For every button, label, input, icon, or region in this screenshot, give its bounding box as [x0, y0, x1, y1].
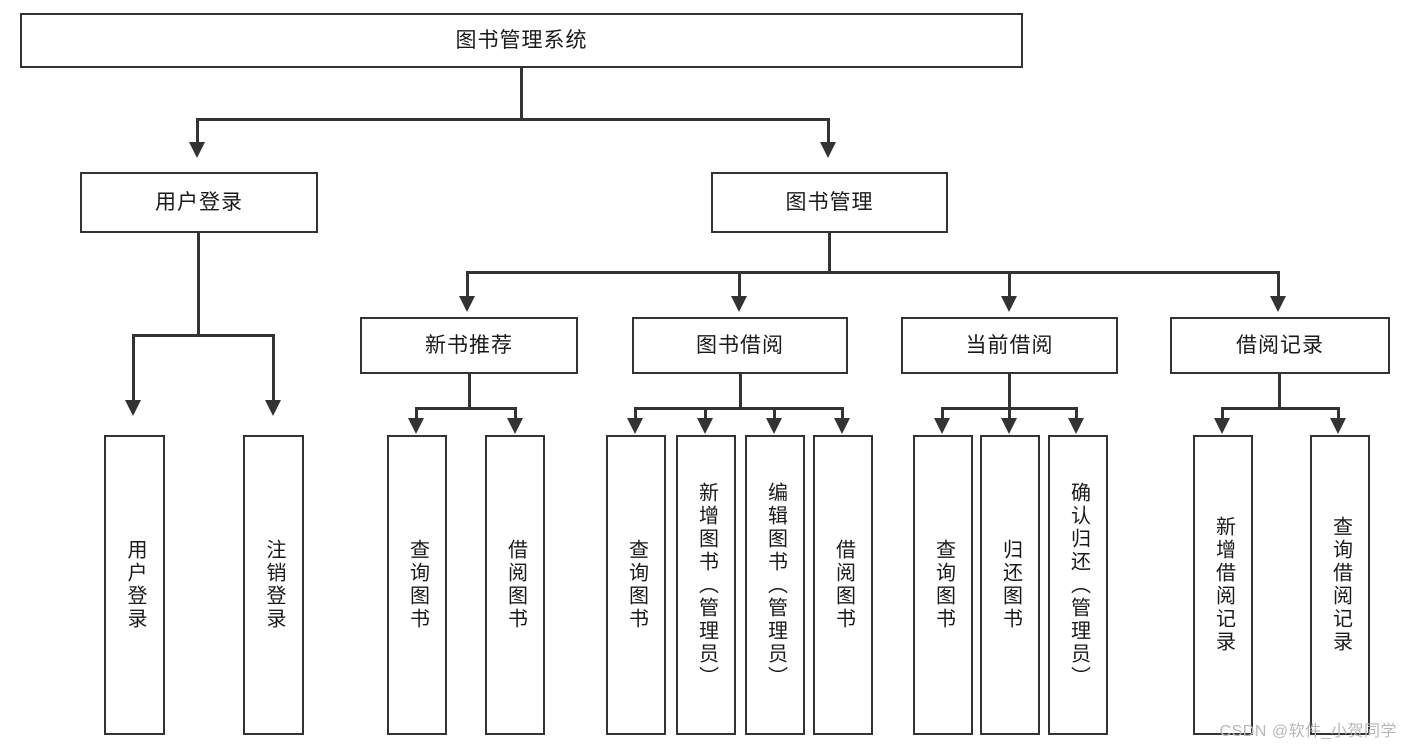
edge-bb-drop-4 [841, 407, 844, 427]
edge-br-drop-1 [1221, 407, 1224, 427]
leaf-edit-book-label: 编辑图书（管理员） [764, 481, 787, 689]
edge-nbr-drop-2 [514, 407, 517, 427]
leaf-user-login-label: 用户登录 [124, 539, 146, 631]
node-root-label: 图书管理系统 [455, 28, 588, 52]
leaf-query-record-label: 查询借阅记录 [1329, 516, 1352, 654]
edge-book-borrow-bus [634, 407, 844, 410]
leaf-confirm-return[interactable]: 确认归还（管理员） [1048, 435, 1108, 735]
arrow-leaf-add-record [1214, 418, 1230, 434]
leaf-query-book-1[interactable]: 查询图书 [387, 435, 447, 735]
node-book-management-label: 图书管理 [785, 190, 874, 214]
edge-level2-bus [196, 118, 830, 121]
arrow-leaf-query-book-3 [934, 418, 950, 434]
leaf-user-logout-label: 注销登录 [263, 539, 285, 631]
leaf-add-record[interactable]: 新增借阅记录 [1193, 435, 1253, 735]
arrow-to-user-login [189, 142, 205, 158]
leaf-user-login[interactable]: 用户登录 [104, 435, 165, 735]
arrow-leaf-query-record [1330, 418, 1346, 434]
edge-cb-drop-3 [1075, 407, 1078, 427]
leaf-borrow-book-1[interactable]: 借阅图书 [485, 435, 545, 735]
edge-to-new-book-recommend [466, 271, 469, 301]
leaf-query-record[interactable]: 查询借阅记录 [1310, 435, 1370, 735]
leaf-user-logout[interactable]: 注销登录 [243, 435, 304, 735]
arrow-leaf-query-book-2 [627, 418, 643, 434]
edge-to-book-borrow [738, 271, 741, 301]
arrow-to-book-management [820, 142, 836, 158]
edge-to-current-borrow [1008, 271, 1011, 301]
edge-bb-drop-3 [773, 407, 776, 427]
arrow-leaf-borrow-book-2 [834, 418, 850, 434]
leaf-query-book-1-label: 查询图书 [406, 539, 429, 631]
edge-book-management-trunk [828, 233, 831, 273]
arrow-to-borrow-record [1270, 296, 1286, 312]
edge-new-book-recommend-trunk [468, 374, 471, 409]
arrow-to-book-borrow [731, 296, 747, 312]
arrow-to-current-borrow [1001, 296, 1017, 312]
arrow-leaf-user-login [125, 400, 141, 416]
edge-bb-drop-2 [704, 407, 707, 427]
arrow-leaf-return-book [1001, 418, 1017, 434]
watermark-text: CSDN @软件_小贺同学 [1219, 723, 1397, 740]
leaf-return-book-label: 归还图书 [999, 539, 1022, 631]
edge-cb-drop-2 [1008, 407, 1011, 427]
edge-user-login-bus [132, 334, 274, 337]
edge-borrow-record-trunk [1278, 374, 1281, 409]
node-new-book-recommend[interactable]: 新书推荐 [360, 317, 578, 374]
leaf-query-book-2-label: 查询图书 [625, 539, 648, 631]
arrow-leaf-confirm-return [1068, 418, 1084, 434]
node-book-management[interactable]: 图书管理 [711, 172, 948, 233]
edge-new-book-recommend-bus [415, 407, 517, 410]
leaf-borrow-book-2-label: 借阅图书 [832, 539, 855, 631]
arrow-to-new-book-recommend [459, 296, 475, 312]
node-current-borrow[interactable]: 当前借阅 [901, 317, 1118, 374]
edge-borrow-record-bus [1221, 407, 1340, 410]
leaf-add-book-label: 新增图书（管理员） [695, 481, 718, 689]
leaf-add-record-label: 新增借阅记录 [1212, 516, 1235, 654]
arrow-leaf-add-book [697, 418, 713, 434]
leaf-borrow-book-1-label: 借阅图书 [504, 539, 527, 631]
node-book-borrow-label: 图书借阅 [696, 333, 784, 357]
node-new-book-recommend-label: 新书推荐 [425, 333, 513, 357]
leaf-borrow-book-2[interactable]: 借阅图书 [813, 435, 873, 735]
arrow-leaf-query-book-1 [408, 418, 424, 434]
leaf-edit-book[interactable]: 编辑图书（管理员） [745, 435, 805, 735]
node-root[interactable]: 图书管理系统 [20, 13, 1023, 68]
leaf-query-book-2[interactable]: 查询图书 [606, 435, 666, 735]
edge-current-borrow-trunk [1008, 374, 1011, 409]
edge-br-drop-2 [1337, 407, 1340, 427]
edge-nbr-drop-1 [415, 407, 418, 427]
edge-cb-drop-1 [941, 407, 944, 427]
edge-to-borrow-record [1277, 271, 1280, 301]
edge-to-book-management [827, 118, 830, 148]
arrow-leaf-edit-book [766, 418, 782, 434]
node-current-borrow-label: 当前借阅 [965, 333, 1054, 357]
node-borrow-record-label: 借阅记录 [1236, 333, 1324, 357]
edge-user-login-drop-2 [272, 334, 275, 406]
edge-to-user-login [196, 118, 199, 148]
arrow-leaf-borrow-book-1 [507, 418, 523, 434]
leaf-query-book-3-label: 查询图书 [932, 539, 955, 631]
arrow-leaf-user-logout [265, 400, 281, 416]
edge-level3-bus [466, 271, 1280, 274]
leaf-query-book-3[interactable]: 查询图书 [913, 435, 973, 735]
leaf-add-book[interactable]: 新增图书（管理员） [676, 435, 736, 735]
node-borrow-record[interactable]: 借阅记录 [1170, 317, 1390, 374]
leaf-confirm-return-label: 确认归还（管理员） [1067, 481, 1090, 689]
node-user-login[interactable]: 用户登录 [80, 172, 318, 233]
leaf-return-book[interactable]: 归还图书 [980, 435, 1040, 735]
edge-user-login-drop-1 [132, 334, 135, 406]
edge-book-borrow-trunk [739, 374, 742, 409]
node-book-borrow[interactable]: 图书借阅 [632, 317, 848, 374]
edge-root-trunk [520, 68, 523, 120]
node-user-login-label: 用户登录 [155, 190, 243, 214]
edge-bb-drop-1 [634, 407, 637, 427]
edge-user-login-trunk [197, 233, 200, 336]
